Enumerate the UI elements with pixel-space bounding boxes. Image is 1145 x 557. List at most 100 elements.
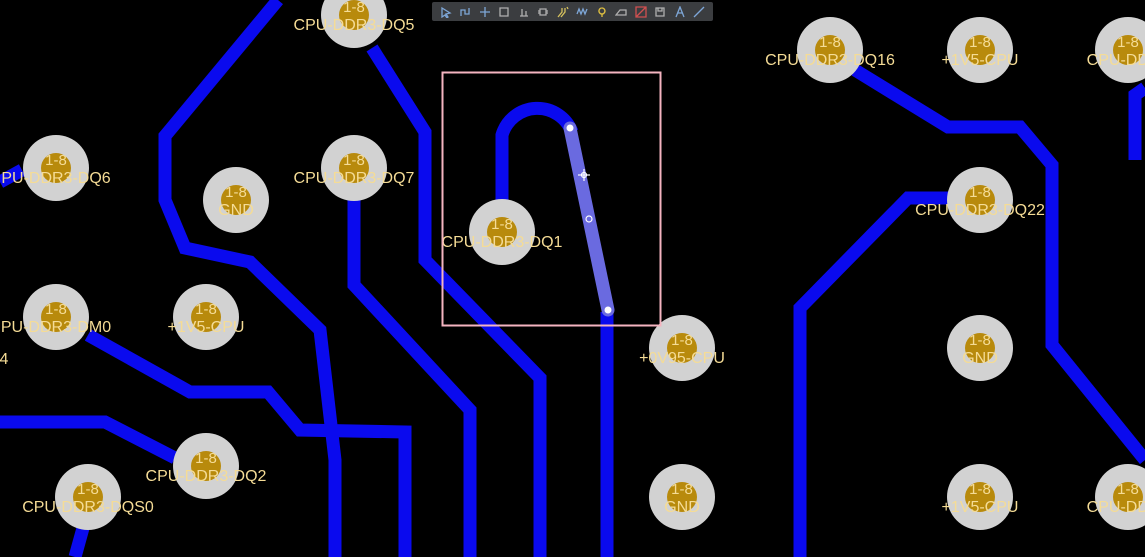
pad-hole — [339, 153, 369, 183]
keepout-tool-button[interactable] — [634, 5, 648, 19]
selected-trace-body[interactable] — [563, 121, 615, 317]
move-cursor-icon — [578, 169, 590, 181]
pad-hole — [815, 35, 845, 65]
trace-dq16[interactable] — [851, 64, 1145, 465]
pad-net-label: CPU-DDR3-DQ7 — [294, 170, 415, 187]
pad-net-label: +1V5-CPU — [168, 319, 245, 336]
select-icon — [441, 6, 452, 18]
pad-hole — [191, 302, 221, 332]
pad-number: 1-8 — [1117, 481, 1139, 498]
pad-hole — [1113, 482, 1143, 512]
pad-hole — [41, 153, 71, 183]
pad-net-label: CPU-DDR3-DQ1 — [442, 234, 563, 251]
trace-dm0[interactable] — [84, 329, 412, 557]
pad-number: 1-8 — [969, 332, 991, 349]
line-tool-button[interactable] — [692, 5, 706, 19]
align-tool-button[interactable] — [517, 5, 531, 19]
keepout-icon — [635, 5, 647, 18]
pad[interactable]: 1-8PU-DDR3-DQ6 — [1, 135, 111, 201]
save-icon — [655, 6, 665, 17]
pad-net-label: CPU-DDR3-DQ2 — [146, 468, 267, 485]
pad-number: 1-8 — [969, 184, 991, 201]
pad-net-label: +1V5-CPU — [942, 499, 1019, 516]
pad-number: 1-8 — [491, 216, 513, 233]
trace-dq6-stub[interactable] — [0, 164, 26, 188]
pad-number: 1-8 — [969, 481, 991, 498]
pad-net-label: +1V5-CPU — [942, 52, 1019, 69]
pad-net-label: CPU-DDR3-DQ5 — [294, 17, 415, 34]
trace-endpoint-handle[interactable] — [566, 124, 574, 132]
length-tune-tool-button[interactable] — [575, 5, 589, 19]
pad-net-label: CPU-DDR3-DQS0 — [22, 499, 154, 516]
trace-dq5-right[interactable] — [366, 44, 547, 557]
pad[interactable]: 1-8+1V5-CPU — [942, 464, 1019, 530]
pad-hole — [667, 482, 697, 512]
pad[interactable]: 1-8+1V5-CPU — [168, 284, 245, 350]
pad-hole — [1113, 35, 1143, 65]
pad-hole — [339, 0, 369, 30]
pad-number: 1-8 — [819, 34, 841, 51]
diff-pair-route-tool-button[interactable] — [556, 5, 570, 19]
trace-dq7[interactable] — [347, 198, 477, 557]
component-tool-button[interactable] — [536, 5, 550, 19]
trace-dq5-left[interactable] — [158, 0, 342, 557]
polygon-fill-icon — [615, 8, 627, 16]
crosshair-icon — [479, 6, 490, 17]
pad-number: 1-8 — [343, 152, 365, 169]
edge-label: 4 — [0, 351, 9, 368]
component-icon — [538, 7, 549, 16]
pad-hole — [191, 451, 221, 481]
pad-hole — [221, 185, 251, 215]
pad-number: 1-8 — [671, 332, 693, 349]
trace-endpoint-handle[interactable] — [604, 306, 612, 314]
crosshair-tool-button[interactable] — [478, 5, 492, 19]
save-tool-button[interactable] — [653, 5, 667, 19]
trace-dq1-loop[interactable] — [495, 101, 579, 222]
polygon-fill-tool-button[interactable] — [614, 5, 628, 19]
select-tool-button[interactable] — [439, 5, 453, 19]
pad-net-label: PU-DDR3-DQ6 — [1, 170, 110, 187]
selected-trace[interactable] — [563, 121, 615, 317]
selection-box — [441, 71, 662, 327]
trace-dqs0[interactable] — [0, 415, 178, 464]
pad[interactable]: 1-8+0V95-CPU — [639, 315, 725, 381]
pad-number: 1-8 — [195, 301, 217, 318]
pad-net-label: CPU-DDR3 — [1087, 52, 1145, 69]
rectangle-select-tool-button[interactable] — [497, 5, 511, 19]
text-tool-button[interactable] — [673, 5, 687, 19]
pad-hole — [965, 185, 995, 215]
pad-hole — [965, 35, 995, 65]
interactive-route-tool-button[interactable] — [458, 5, 472, 19]
trace-midpoint-handle[interactable] — [585, 215, 593, 223]
via-icon — [598, 6, 606, 17]
trace-dq22[interactable] — [793, 191, 978, 557]
drawing-toolbar — [432, 2, 713, 21]
pad-net-label: CPU-DDR3-DQ22 — [915, 202, 1045, 219]
text-icon — [675, 5, 685, 17]
pad-number: 1-8 — [969, 34, 991, 51]
pad-number: 1-8 — [1117, 34, 1139, 51]
pad[interactable]: 1-8PU-DDR3-DM0 — [1, 284, 111, 350]
via-tool-button[interactable] — [595, 5, 609, 19]
pad[interactable]: 1-8+1V5-CPU — [942, 17, 1019, 83]
interactive-route-icon — [460, 7, 470, 16]
diff-pair-route-icon — [557, 6, 569, 17]
pad-net-label: +0V95-CPU — [639, 350, 725, 367]
pad-net-label: GND — [962, 350, 998, 367]
pad-net-label: CPU-DDR3-DQ16 — [765, 52, 895, 69]
trace-right-edge[interactable] — [1128, 82, 1145, 160]
pad-hole — [41, 302, 71, 332]
